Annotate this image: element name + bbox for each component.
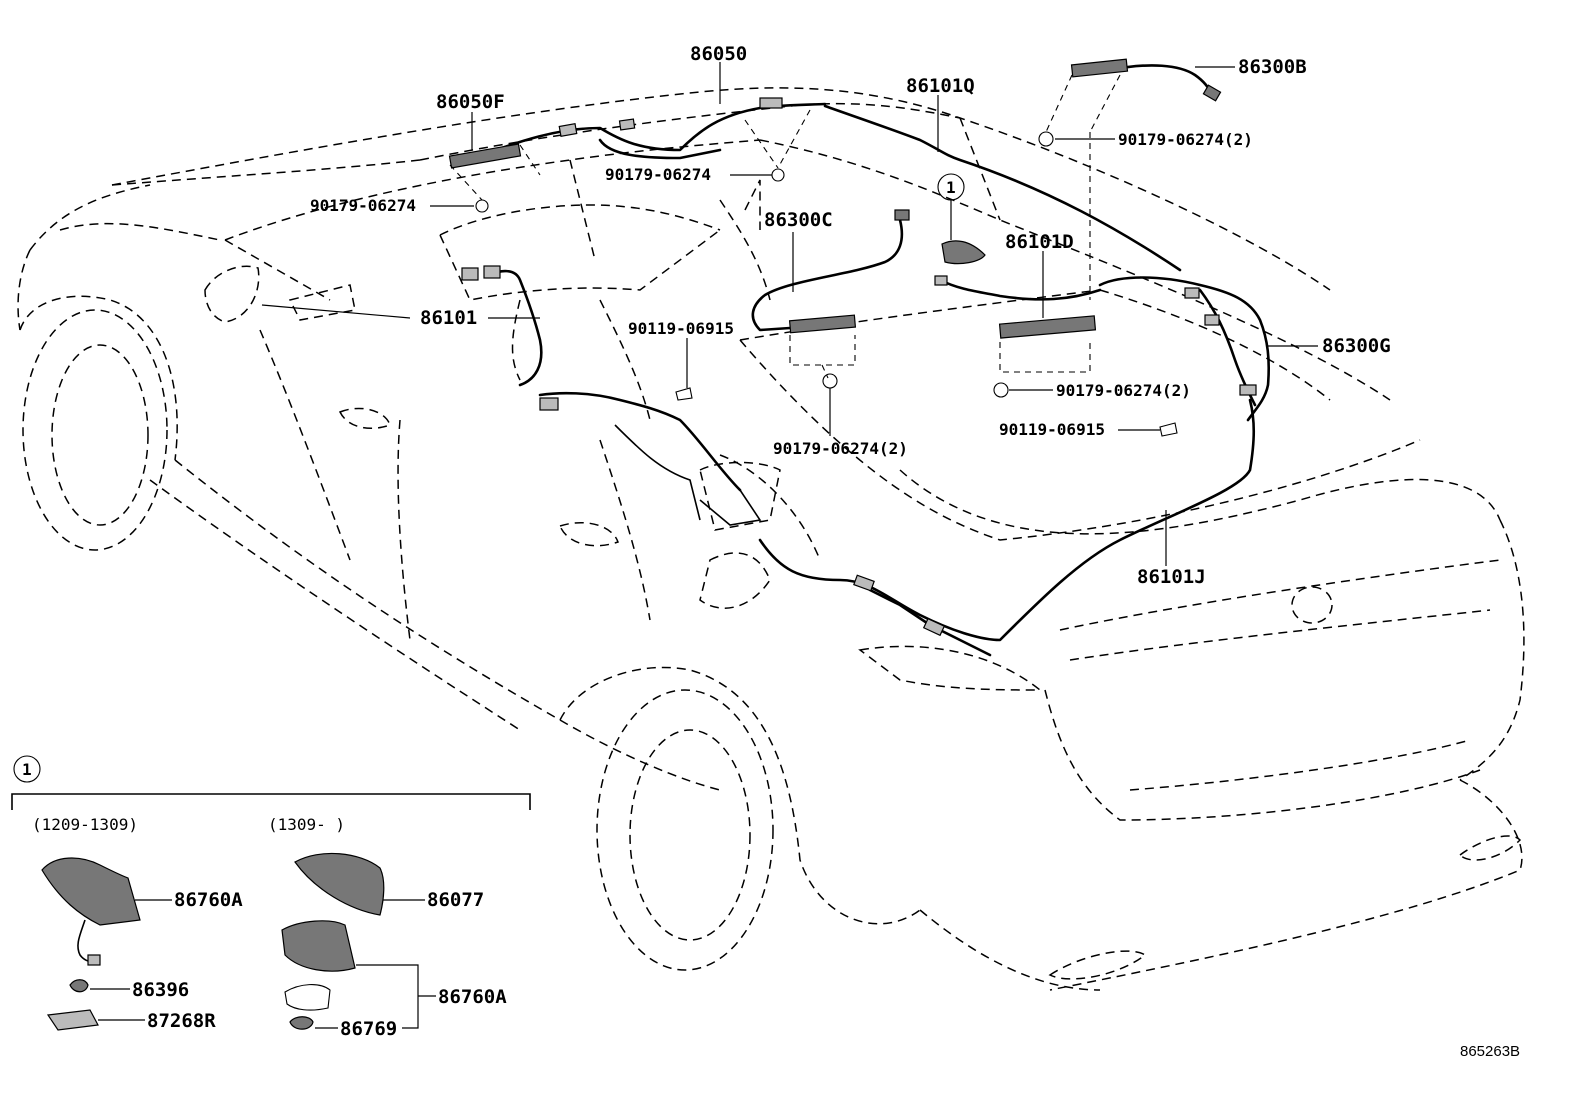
variant-a-date: (1209-1309) [32,815,138,834]
label-a-antenna: 86760A [174,889,243,911]
harness-86101J [758,398,1256,642]
label-86300B: 86300B [1238,56,1307,78]
shark-antenna-a-icon [41,857,141,926]
connector-87268R-icon [46,1009,99,1031]
antenna-strip-86300C [788,314,857,334]
harness-86101Q [823,104,1182,272]
label-86101D: 86101D [1005,231,1074,253]
harness-86101 [488,269,543,387]
antenna-strip-86101D [998,315,1097,339]
label-86101Q: 86101Q [906,75,975,97]
diagram-reference-number: 865263B [1460,1043,1520,1060]
antenna-base-86760A-icon [281,920,356,972]
antenna-strip-86300B [1070,58,1129,78]
label-clip-bottom-center: 90179-06274(2) [773,439,908,458]
mounting-leaders [449,74,1121,379]
part-labels: 86050 86050F 86101Q 86300B 90179-06274(2… [310,43,1391,588]
leader-lines [261,62,1318,566]
inset-detail: 1 (1209-1309) (1309- ) 86760A 86396 8726… [11,755,531,1040]
label-b-antenna: 86760A [438,986,507,1008]
label-a-connector: 87268R [147,1010,216,1032]
variant-b-date: (1309- ) [268,815,345,834]
label-clip-top-right: 90179-06274(2) [1118,130,1253,149]
shark-fin-antenna [941,240,986,265]
callout-1-roof: 1 [946,178,956,197]
label-a-clip: 86396 [132,979,189,1001]
harness-86101-lower [538,391,742,492]
antenna-strip-86050F [448,143,522,169]
label-b-gasket: 86769 [340,1018,397,1040]
label-clip-center: 90179-06274 [605,165,711,184]
label-86101: 86101 [420,307,477,329]
label-b-cover: 86077 [427,889,484,911]
label-bolt-center: 90119-06915 [628,319,734,338]
nut-icon [289,1016,314,1030]
label-86300C: 86300C [764,209,833,231]
wire-harnesses [448,58,1271,657]
gasket-86769-icon [284,984,331,1011]
label-86101J: 86101J [1137,566,1206,588]
label-86050: 86050 [690,43,747,65]
callout-1-inset: 1 [22,760,32,779]
label-86300G: 86300G [1322,335,1391,357]
cable-86101D [938,278,1102,301]
label-bolt-right: 90119-06915 [999,420,1105,439]
label-clip-right-mid: 90179-06274(2) [1056,381,1191,400]
shark-cover-86077-icon [294,852,385,916]
harness-86050 [468,102,827,162]
label-86050F: 86050F [436,91,505,113]
label-clip-left: 90179-06274 [310,196,416,215]
harness-86050-branch [598,138,722,160]
clip-86396-icon [69,979,89,993]
harness-86300G [1098,276,1271,422]
cable-86300C [751,218,904,332]
